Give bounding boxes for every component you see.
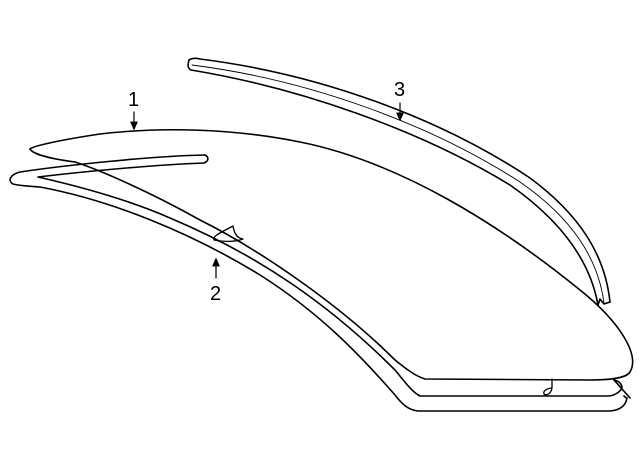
callout-label-1: 1	[128, 89, 140, 111]
callout-label-2: 2	[210, 283, 222, 305]
callout-label-3: 3	[394, 79, 406, 101]
lower-molding-part-2	[9, 154, 631, 412]
upper-molding-part-3	[187, 57, 611, 306]
arrowhead-1	[130, 121, 138, 131]
callout-arrows	[130, 102, 404, 279]
glass-part-1	[29, 128, 634, 396]
arrowhead-3	[396, 112, 404, 122]
arrowhead-2	[212, 257, 220, 267]
